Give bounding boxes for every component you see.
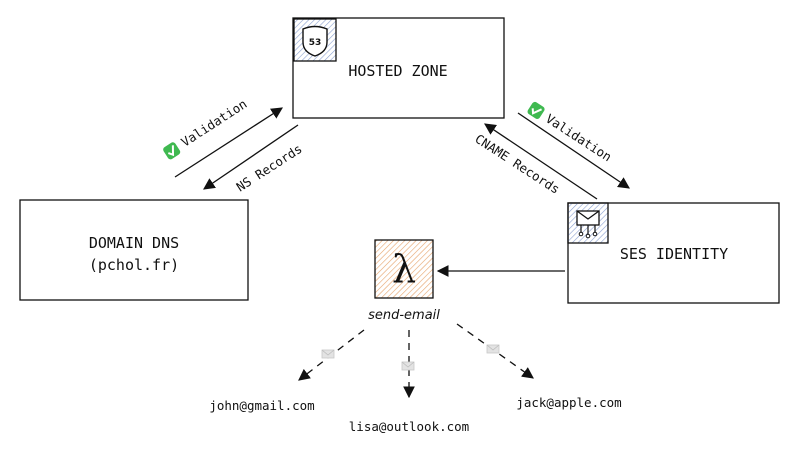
recipient-email-lisa: lisa@outlook.com: [349, 419, 469, 434]
validation-arrow-left: [174, 107, 283, 178]
validation-right-edge-label: Validation: [527, 101, 614, 164]
lambda-glyph: λ: [392, 247, 416, 291]
lambda-label: send-email: [368, 308, 440, 323]
lambda-node: λ send-email: [368, 239, 440, 323]
ns-records-arrow: [203, 124, 299, 190]
envelope-icon: [401, 361, 415, 371]
ses-envelope-icon: [567, 202, 609, 244]
hosted-zone-node: 53 HOSTED ZONE: [292, 17, 505, 119]
domain-dns-node: DOMAIN DNS (pchol.fr): [19, 199, 249, 301]
recipient-email-jack: jack@apple.com: [516, 395, 621, 410]
route53-shield-icon: 53: [293, 18, 337, 62]
validation-left-edge-label: Validation: [163, 96, 250, 160]
checkmark-icon: [163, 142, 181, 160]
cname-records-arrow: [484, 123, 598, 200]
domain-dns-label: DOMAIN DNS: [89, 234, 179, 252]
ns-records-label: NS Records: [233, 141, 304, 195]
checkmark-icon: [527, 101, 545, 119]
envelope-icon: [321, 349, 335, 359]
ses-identity-label: SES IDENTITY: [620, 245, 728, 263]
recipient-email-john: john@gmail.com: [209, 398, 314, 413]
domain-dns-domain: (pchol.fr): [89, 256, 179, 274]
email-arrow-jack: [456, 323, 534, 379]
hosted-zone-label: HOSTED ZONE: [348, 62, 447, 80]
route53-badge-text: 53: [309, 38, 322, 48]
validation-arrow-right: [517, 112, 630, 189]
lambda-icon: [374, 239, 434, 299]
envelope-icon: [486, 344, 500, 354]
cname-records-label: CNAME Records: [472, 131, 562, 197]
ses-identity-node: SES IDENTITY: [567, 202, 780, 304]
validation-left-label: Validation: [178, 96, 249, 150]
